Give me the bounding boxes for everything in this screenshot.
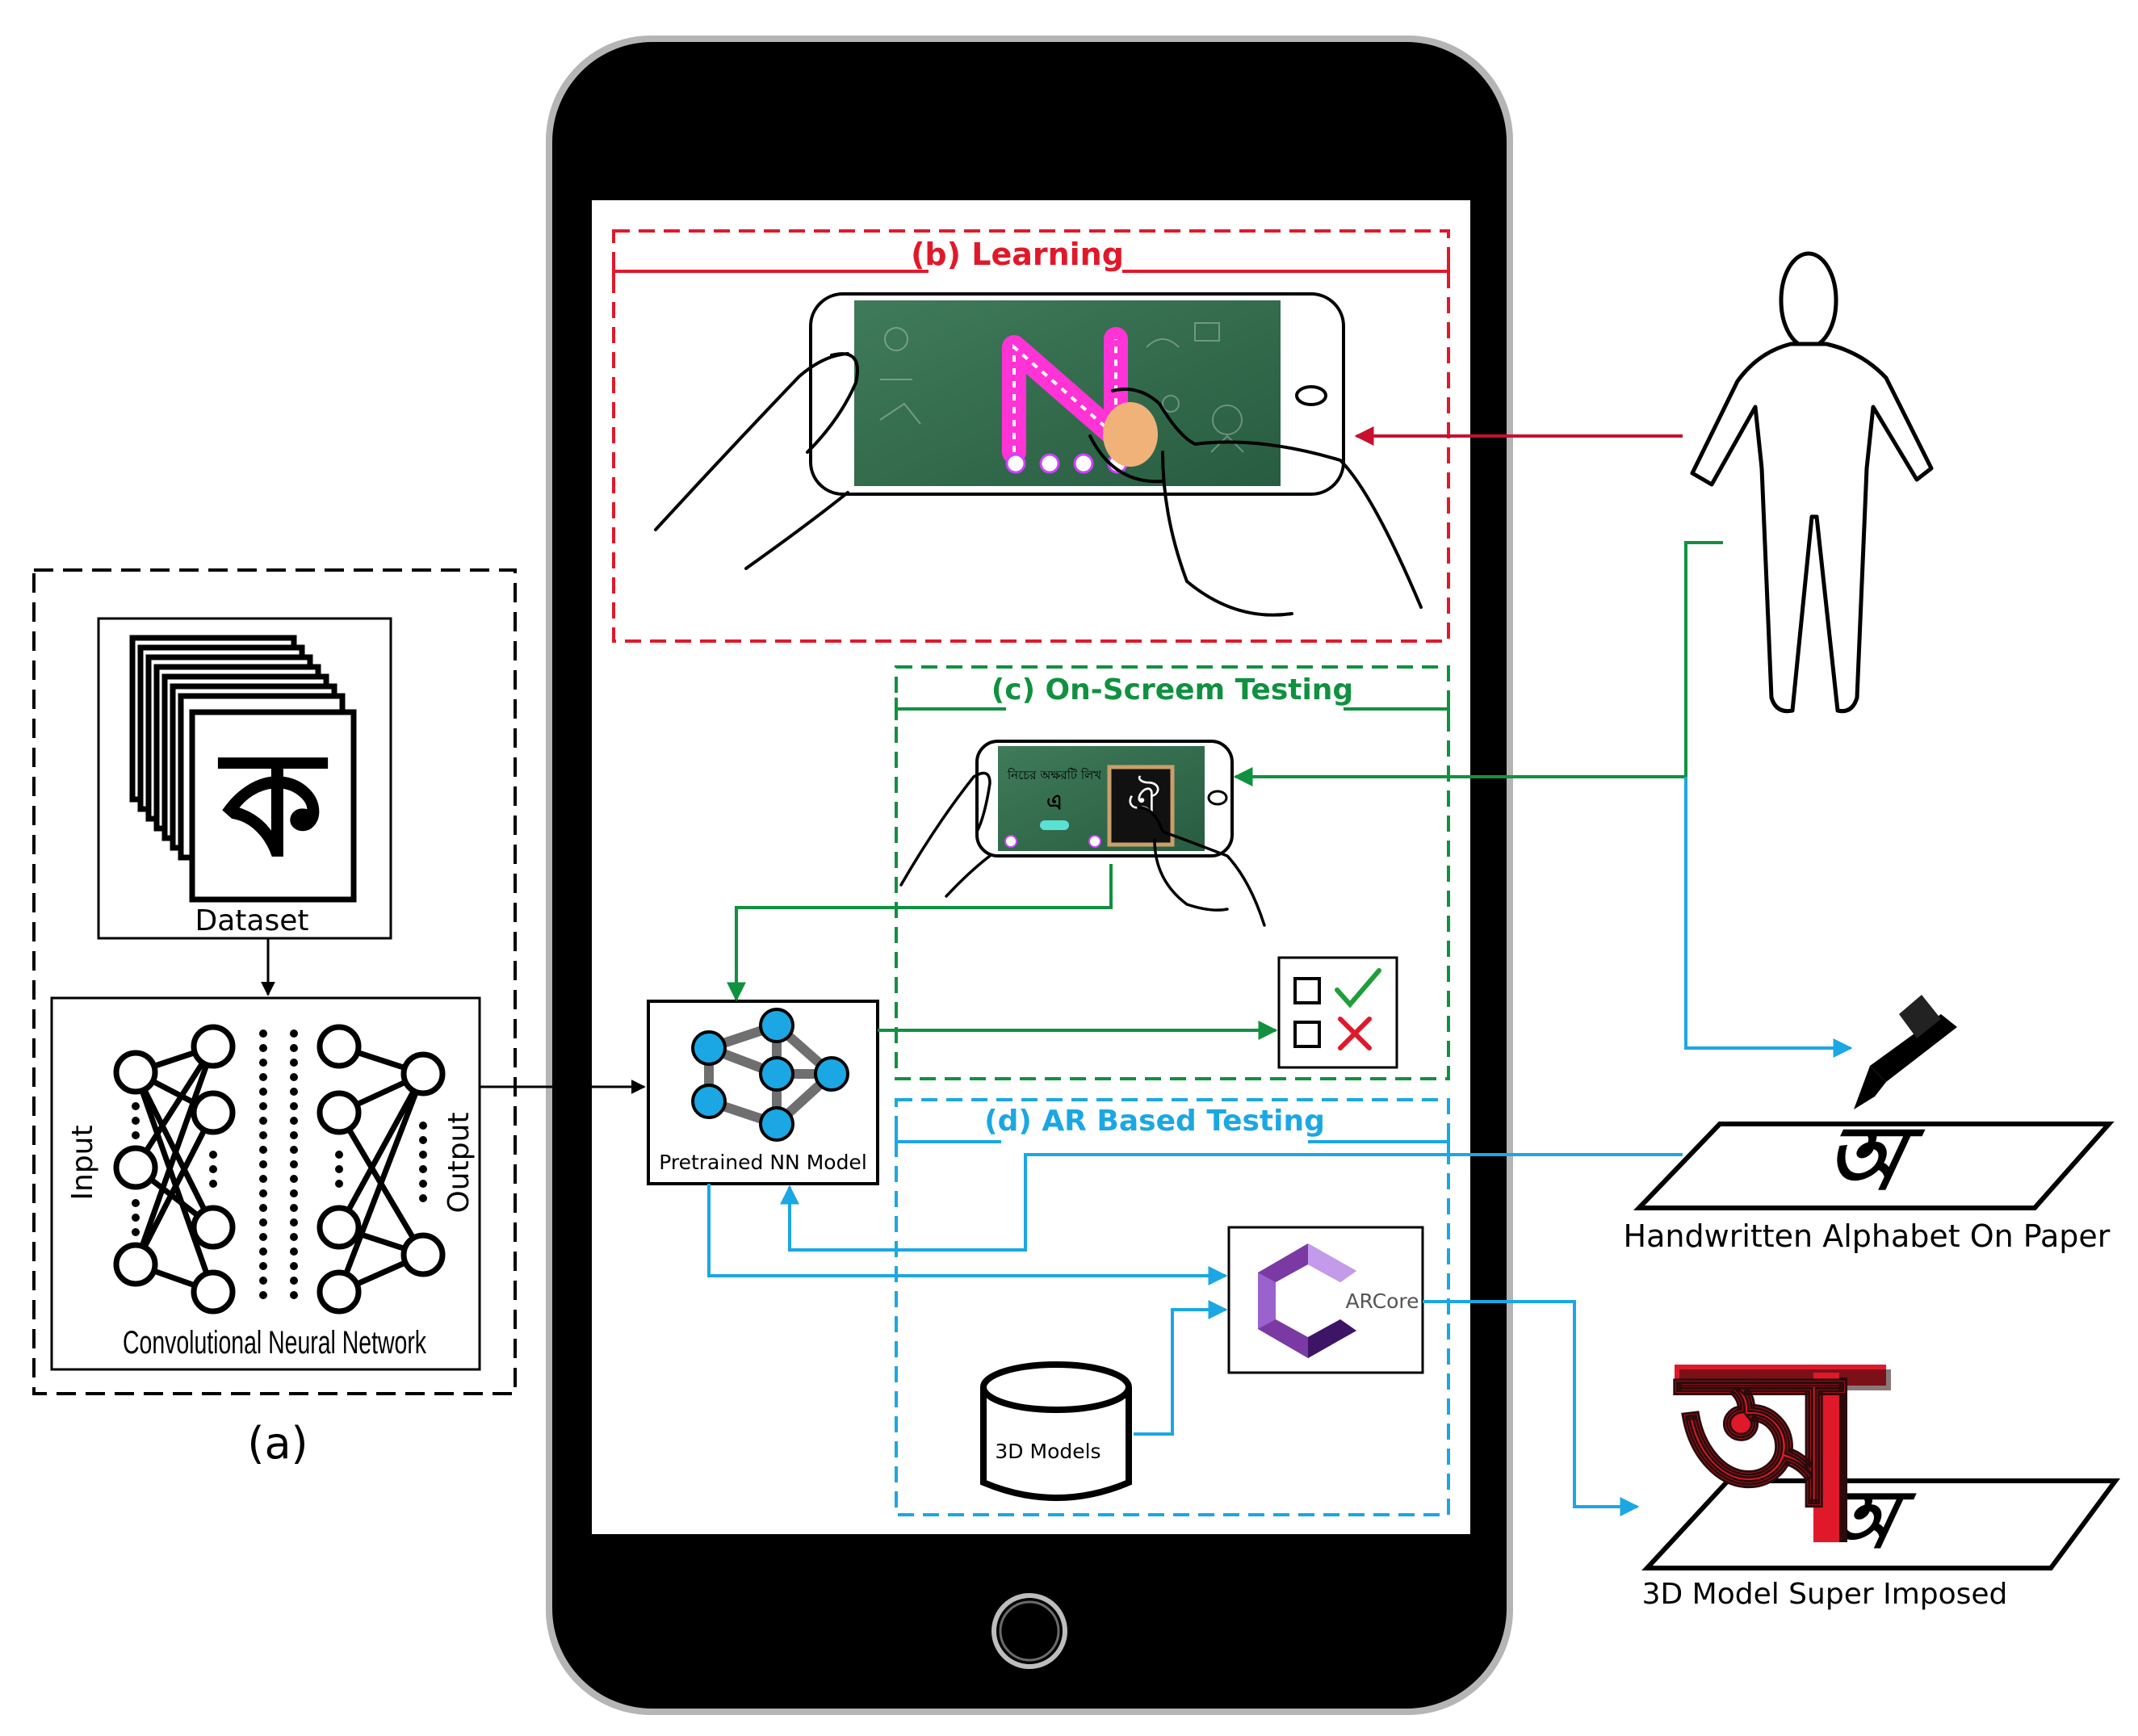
dataset-image-stack — [129, 635, 357, 903]
superimposed-model-glyph: অ — [1674, 1332, 1846, 1548]
user-figure — [1690, 251, 1934, 714]
model-network-graphic — [691, 1008, 849, 1142]
testing-glyph: এ — [1046, 790, 1063, 815]
arrow-user-to-on-screen — [1233, 541, 1723, 786]
panel-d-title: (d) AR Based Testing — [984, 1105, 1325, 1138]
arcore-logo-icon — [1258, 1243, 1356, 1358]
check-mark-icon — [1335, 968, 1381, 1008]
arcore-box: ARCore — [1227, 1226, 1424, 1374]
cnn-box: Input Output Convolutional Neural Networ… — [50, 996, 481, 1371]
learning-letter: N — [1060, 388, 1072, 408]
cnn-network-graphic — [113, 1024, 446, 1315]
checkbox-wrong — [1293, 1021, 1321, 1048]
panel-b-learning: (b) Learning N — [612, 229, 1450, 643]
cnn-output-label: Output — [442, 1112, 476, 1213]
arrow-arcore-to-superimposed — [1423, 1300, 1640, 1516]
superimposed-label: 3D Model Super Imposed — [1642, 1578, 2008, 1611]
models-label: 3D Models — [995, 1440, 1100, 1463]
arrow-user-to-paper — [1684, 777, 1853, 1058]
cnn-label: Convolutional Neural Network — [123, 1325, 427, 1361]
testing-tablet-illustration: নিচের অক্ষরটি লিখ এ ঐ — [899, 740, 1266, 927]
arrow-testing-to-model — [727, 864, 1113, 1002]
panel-b-title: (b) Learning — [911, 237, 1124, 272]
dataset-box: ক Dataset — [97, 617, 392, 940]
model-label: Pretrained NN Model — [659, 1151, 867, 1174]
arrow-paper-to-model — [780, 1153, 1683, 1252]
testing-instruction: নিচের অক্ষরটি লিখ — [1007, 768, 1102, 782]
marker-icon — [1854, 995, 1957, 1109]
pretrained-model-box: Pretrained NN Model — [647, 1000, 879, 1185]
panel-c-title: (c) On-Screem Testing — [991, 673, 1353, 707]
cnn-hidden-dots — [132, 1029, 427, 1299]
fingertip — [1103, 402, 1158, 467]
checkbox-correct — [1293, 977, 1321, 1004]
result-checklist — [1277, 956, 1398, 1069]
arcore-label: ARCore — [1345, 1289, 1419, 1313]
superimposed-3d-glyph: অ — [1673, 1331, 1891, 1549]
panel-d-ar-testing: (d) AR Based Testing ARCore 3D Models — [895, 1098, 1450, 1516]
panel-c-on-screen-testing: (c) On-Screem Testing নিচের অক্ষরটি লিখ … — [895, 665, 1450, 1080]
arrow-model-to-arcore — [707, 1184, 1228, 1285]
dataset-glyph: ক — [217, 720, 329, 889]
dataset-label: Dataset — [195, 904, 309, 937]
models-database-icon: 3D Models — [980, 1361, 1132, 1501]
cnn-input-label: Input — [66, 1125, 99, 1200]
testing-submit-pill — [1040, 820, 1069, 830]
superimposed-result: অ অ 3D Model Super Imposed — [1641, 1331, 2120, 1611]
paper-label: Handwritten Alphabet On Paper — [1624, 1218, 2111, 1254]
cross-mark-icon — [1338, 1017, 1372, 1050]
panel-a-caption: (a) — [247, 1418, 308, 1469]
arrow-models-to-arcore — [1134, 1300, 1228, 1436]
handwritten-paper: অ Handwritten Alphabet On Paper — [1624, 995, 2115, 1254]
panel-a: ক Dataset — [32, 568, 517, 1469]
learning-tablet-illustration: N — [654, 292, 1423, 617]
